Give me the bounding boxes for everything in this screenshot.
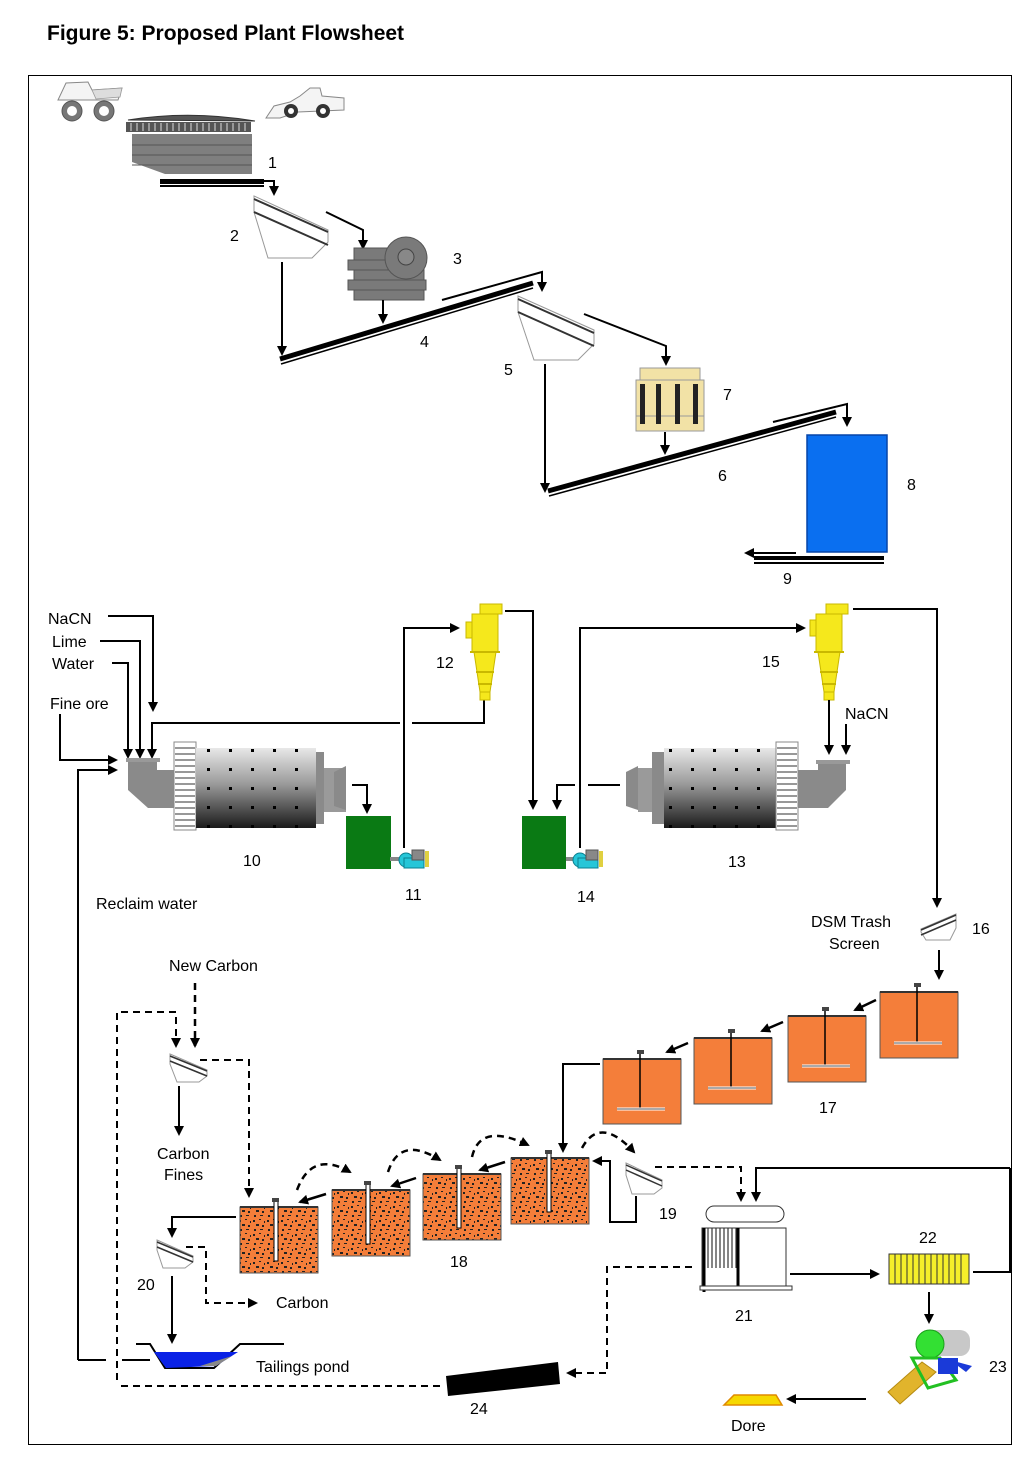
cil-tank-18-4 bbox=[239, 1198, 319, 1274]
stream-label-reclaim-water: Reclaim water bbox=[96, 896, 198, 913]
conveyor-4 bbox=[279, 270, 547, 365]
jaw-crusher-3 bbox=[347, 236, 428, 301]
figure-title: Figure 5: Proposed Plant Flowsheet bbox=[47, 22, 405, 45]
ball-mill-13 bbox=[626, 741, 850, 831]
leach-tank-17-1 bbox=[879, 983, 959, 1059]
diagram-frame bbox=[28, 75, 1012, 1445]
smelting-furnace-23 bbox=[887, 1329, 972, 1405]
equipment-label-18: 18 bbox=[450, 1254, 468, 1271]
stream-label-fine-ore: Fine ore bbox=[50, 696, 109, 713]
carbon-sizing-screen bbox=[169, 1053, 208, 1083]
equipment-label-24: 24 bbox=[470, 1401, 488, 1418]
carbon-screen-19 bbox=[625, 1162, 663, 1195]
elution-column-21 bbox=[699, 1205, 793, 1292]
dore-bar-icon bbox=[722, 1394, 784, 1406]
haul-truck-icon bbox=[57, 81, 123, 122]
stream-label-tailings-pond: Tailings pond bbox=[256, 1359, 349, 1376]
stream-label-carbon-fines-2: Fines bbox=[164, 1167, 203, 1184]
equipment-label-1: 1 bbox=[268, 155, 277, 172]
cil-tank-18-2 bbox=[422, 1165, 502, 1241]
tailings-pond bbox=[136, 1343, 284, 1369]
stream-label-dore: Dore bbox=[731, 1418, 766, 1435]
equipment-label-22: 22 bbox=[919, 1230, 937, 1247]
equipment-label-8: 8 bbox=[907, 477, 916, 494]
sump-14 bbox=[522, 816, 566, 869]
equipment-label-14: 14 bbox=[577, 889, 595, 906]
equipment-label-15: 15 bbox=[762, 654, 780, 671]
equipment-label-9: 9 bbox=[783, 571, 792, 588]
equipment-label-23: 23 bbox=[989, 1359, 1007, 1376]
hydrocyclone-12 bbox=[465, 603, 503, 701]
hydrocyclone-15 bbox=[809, 603, 849, 701]
stream-label-carbon: Carbon bbox=[276, 1295, 328, 1312]
equipment-label-13: 13 bbox=[728, 854, 746, 871]
safety-screen-20 bbox=[156, 1239, 194, 1269]
dsm-label-line1: DSM Trash bbox=[811, 914, 891, 931]
regeneration-kiln-24 bbox=[446, 1362, 560, 1396]
equipment-label-20: 20 bbox=[137, 1277, 155, 1294]
conveyor-9 bbox=[744, 548, 884, 564]
equipment-label-3: 3 bbox=[453, 251, 462, 268]
stream-label-nacn-2: NaCN bbox=[845, 706, 889, 723]
leach-tank-17-3 bbox=[693, 1029, 773, 1105]
dsm-trash-screen-16 bbox=[920, 913, 957, 941]
electrowinning-cell-22 bbox=[888, 1253, 970, 1285]
stream-label-new-carbon: New Carbon bbox=[169, 958, 258, 975]
cil-tank-18-1 bbox=[510, 1150, 590, 1225]
leach-tank-17-2 bbox=[787, 1007, 867, 1083]
dsm-label-line2: Screen bbox=[829, 936, 880, 953]
ball-mill-10 bbox=[126, 741, 346, 831]
equipment-label-2: 2 bbox=[230, 228, 239, 245]
equipment-label-12: 12 bbox=[436, 655, 454, 672]
equipment-label-7: 7 bbox=[723, 387, 732, 404]
stream-label-water: Water bbox=[52, 656, 95, 673]
stream-label-nacn: NaCN bbox=[48, 611, 92, 628]
equipment-label-6: 6 bbox=[718, 468, 727, 485]
equipment-label-16: 16 bbox=[972, 921, 990, 938]
stream-label-carbon-fines-1: Carbon bbox=[157, 1146, 209, 1163]
front-loader-icon bbox=[265, 87, 345, 119]
equipment-label-10: 10 bbox=[243, 853, 261, 870]
vibrating-screen-5 bbox=[517, 295, 595, 361]
equipment-label-4: 4 bbox=[420, 334, 429, 351]
equipment-label-11: 11 bbox=[405, 887, 422, 904]
ore-stockpile-bin bbox=[126, 114, 264, 187]
cil-tank-18-3 bbox=[331, 1181, 411, 1257]
cone-crusher-7 bbox=[635, 367, 705, 432]
stream-label-lime: Lime bbox=[52, 634, 87, 651]
conveyor-6 bbox=[547, 402, 852, 497]
pump-icon-11 bbox=[390, 849, 429, 869]
equipment-label-19: 19 bbox=[659, 1206, 677, 1223]
equipment-label-21: 21 bbox=[735, 1308, 753, 1325]
fine-ore-bin-8 bbox=[806, 434, 888, 553]
sump-11 bbox=[346, 816, 391, 869]
equipment-label-17: 17 bbox=[819, 1100, 837, 1117]
equipment-label-5: 5 bbox=[504, 362, 513, 379]
pump-icon-14 bbox=[566, 849, 603, 869]
vibrating-screen-2 bbox=[253, 195, 329, 259]
leach-tank-17-4 bbox=[602, 1050, 682, 1125]
